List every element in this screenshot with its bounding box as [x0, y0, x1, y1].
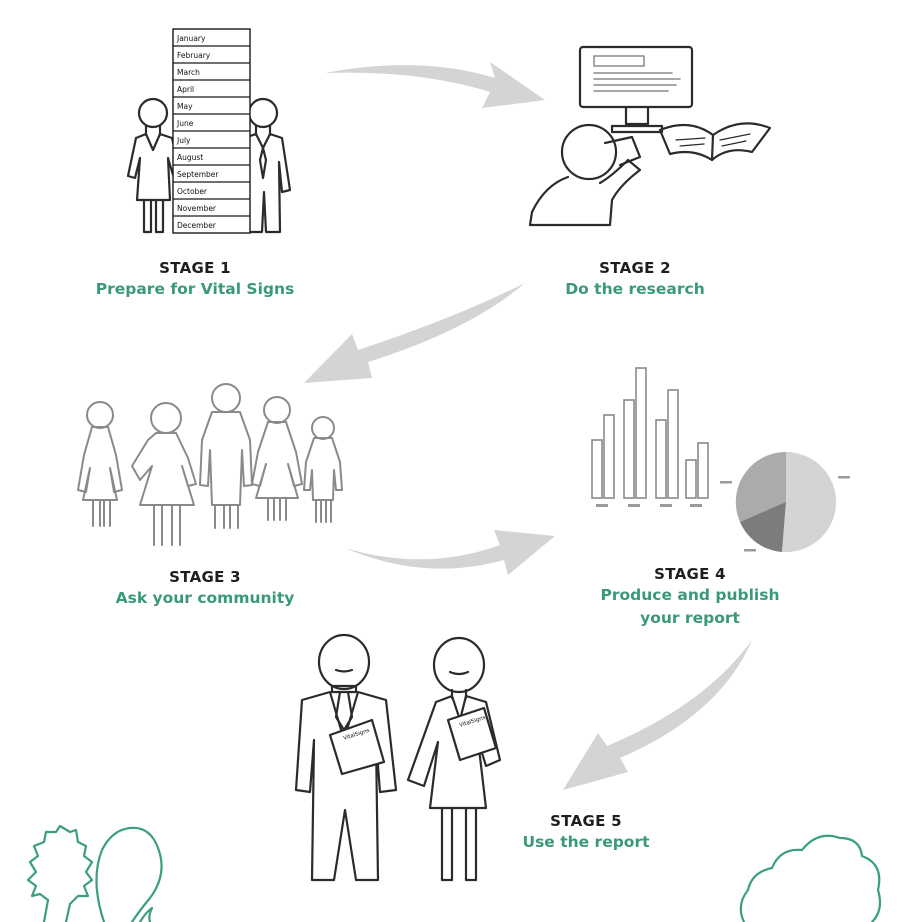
calendar-month: December: [177, 221, 217, 230]
calendar-month: November: [177, 204, 217, 213]
stage-3-title: Ask your community: [115, 589, 295, 607]
stage-5-title: Use the report: [522, 833, 650, 851]
stage-4-title-line-2: your report: [640, 609, 740, 627]
stage-5-label: STAGE 5 Use the report: [486, 812, 686, 854]
calendar-month: April: [177, 85, 194, 94]
researcher-computer-icon: [528, 45, 772, 227]
calendar-month: August: [177, 153, 203, 162]
stage-5-number: STAGE 5: [550, 812, 622, 830]
tree-icon: [26, 824, 882, 922]
calendar-month: March: [177, 68, 200, 77]
arrow-stage2-to-stage3: [304, 283, 525, 383]
calendar-month: July: [176, 136, 191, 145]
stage-1-title: Prepare for Vital Signs: [95, 280, 295, 298]
stage-3-number: STAGE 3: [169, 568, 241, 586]
stage-1-number: STAGE 1: [159, 259, 231, 277]
stage-3-label: STAGE 3 Ask your community: [90, 568, 320, 610]
arrow-stage1-to-stage2: [325, 62, 545, 108]
report-charts-icon: [591, 367, 850, 553]
stage-2-title: Do the research: [565, 280, 705, 298]
arrow-stage4-to-stage5: [563, 640, 752, 790]
calendar-month: September: [177, 170, 219, 179]
stage-2-label: STAGE 2 Do the research: [535, 259, 735, 301]
calendar-month: February: [177, 51, 211, 60]
couple-calendar-icon: JanuaryFebruaryMarchAprilMayJuneJulyAugu…: [126, 28, 292, 234]
calendar-month: January: [176, 34, 206, 43]
stage-4-label: STAGE 4 Produce and publish your report: [570, 565, 810, 630]
calendar-list: JanuaryFebruaryMarchAprilMayJuneJulyAugu…: [172, 28, 251, 234]
calendar-month: October: [177, 187, 208, 196]
community-group-icon: [77, 383, 343, 546]
stage-4-number: STAGE 4: [654, 565, 726, 583]
arrow-stage3-to-stage4: [345, 530, 555, 575]
calendar-month: May: [177, 102, 193, 111]
stage-2-number: STAGE 2: [599, 259, 671, 277]
stage-1-label: STAGE 1 Prepare for Vital Signs: [70, 259, 320, 301]
report-holders-icon: VitalSigns VitalSigns: [294, 633, 502, 882]
calendar-month: June: [176, 119, 194, 128]
stage-4-title-line-1: Produce and publish: [600, 586, 780, 604]
